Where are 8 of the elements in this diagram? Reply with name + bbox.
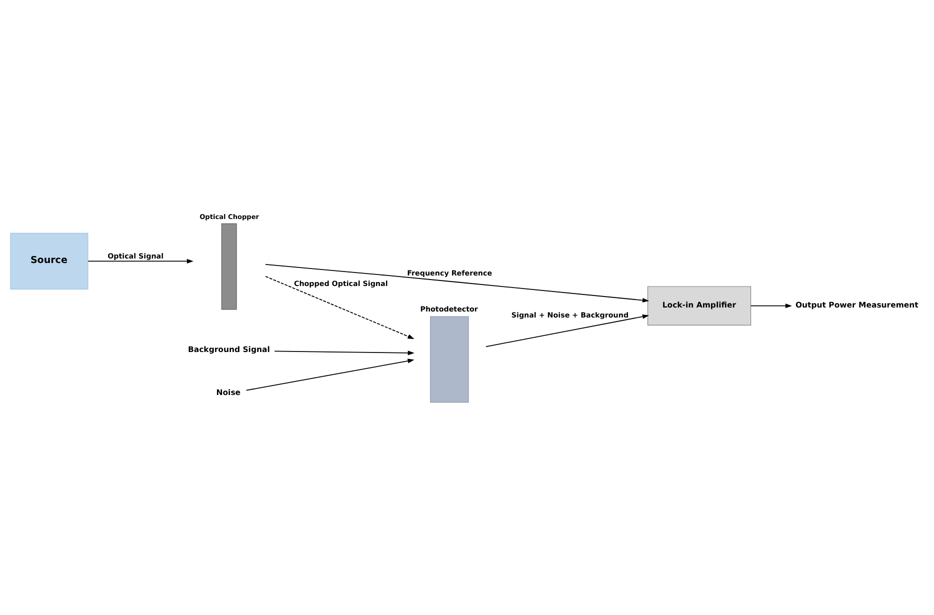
arrow: [265, 264, 650, 303]
arrow: [265, 276, 414, 339]
arrow: [750, 304, 792, 308]
node-box: Source: [10, 232, 88, 290]
arrow: [88, 258, 194, 264]
arrow: [246, 358, 414, 391]
arrow: [485, 314, 650, 348]
arrow: [274, 350, 414, 356]
